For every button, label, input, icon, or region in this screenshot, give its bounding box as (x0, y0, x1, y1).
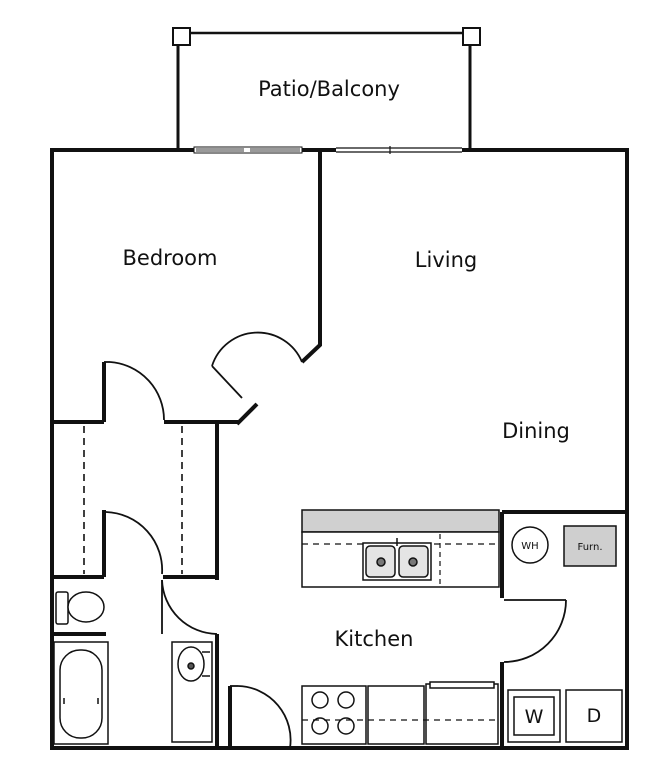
sliding-door (336, 146, 462, 154)
kitchen-island (301, 509, 500, 588)
washer-label: W (525, 706, 544, 728)
furnace (563, 525, 617, 567)
water-heater-label: WH (521, 541, 538, 552)
kitchen-label: Kitchen (335, 627, 414, 651)
patio-area (172, 27, 481, 150)
exterior-walls (50, 148, 629, 750)
patio-label: Patio/Balcony (258, 77, 400, 101)
dining-label: Dining (502, 419, 570, 443)
toilet (55, 591, 105, 625)
door-swings (104, 331, 567, 749)
patio-post-right (462, 27, 481, 46)
living-label: Living (415, 248, 477, 272)
kitchen-counters (302, 681, 499, 745)
bathroom-sink (171, 641, 213, 743)
kitchen-sink (362, 538, 432, 581)
bedroom-window (193, 146, 303, 154)
dryer (565, 689, 623, 743)
interior-walls (52, 150, 627, 748)
patio-post-left (172, 27, 191, 46)
dryer-label: D (587, 705, 602, 727)
water-heater (511, 526, 549, 564)
closet-shelves (83, 426, 183, 574)
stove (301, 685, 367, 745)
bedroom-label: Bedroom (123, 246, 218, 270)
bathtub (53, 641, 109, 745)
washer (507, 689, 561, 743)
furnace-label: Furn. (578, 542, 603, 553)
